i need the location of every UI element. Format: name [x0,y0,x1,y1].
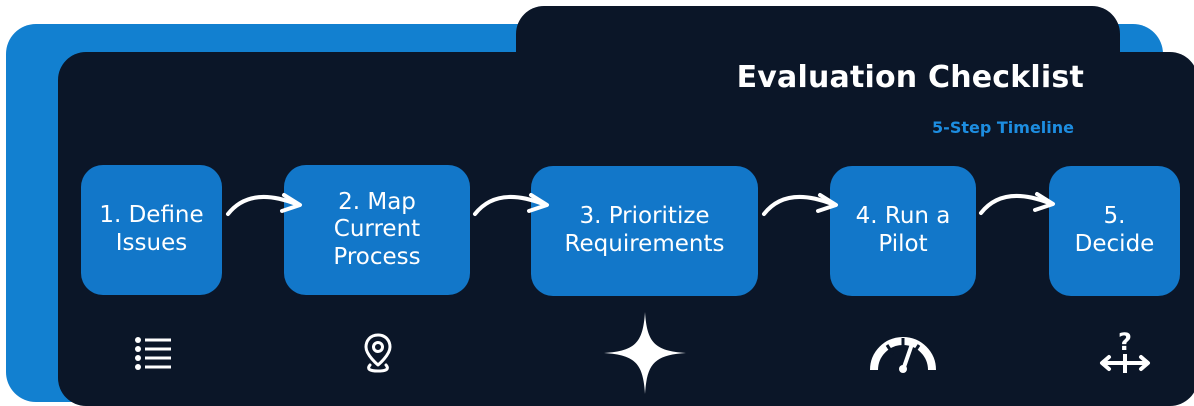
timeline-subtitle: 5-Step Timeline [932,118,1074,137]
step-5-decide: 5. Decide [1049,166,1180,296]
step-3-prioritize-requirements: 3. Prioritize Requirements [531,166,758,296]
speedometer-gauge-icon [870,337,936,373]
location-pin-icon [364,333,392,373]
step-1-define-issues: 1. Define Issues [81,165,222,295]
arrow-step-4-to-5 [979,192,1055,215]
checklist-title: Evaluation Checklist [736,60,1084,95]
arrow-step-1-to-2 [226,193,302,216]
decision-question-icon: ? [1100,328,1150,373]
svg-text:?: ? [1118,328,1132,356]
list-icon [135,337,171,370]
arrow-step-2-to-3 [473,193,549,216]
step-2-map-current-process: 2. Map Current Process [284,165,470,295]
arrow-step-3-to-4 [762,193,838,216]
sparkle-star-icon [604,312,686,394]
step-4-run-a-pilot: 4. Run a Pilot [830,166,976,296]
